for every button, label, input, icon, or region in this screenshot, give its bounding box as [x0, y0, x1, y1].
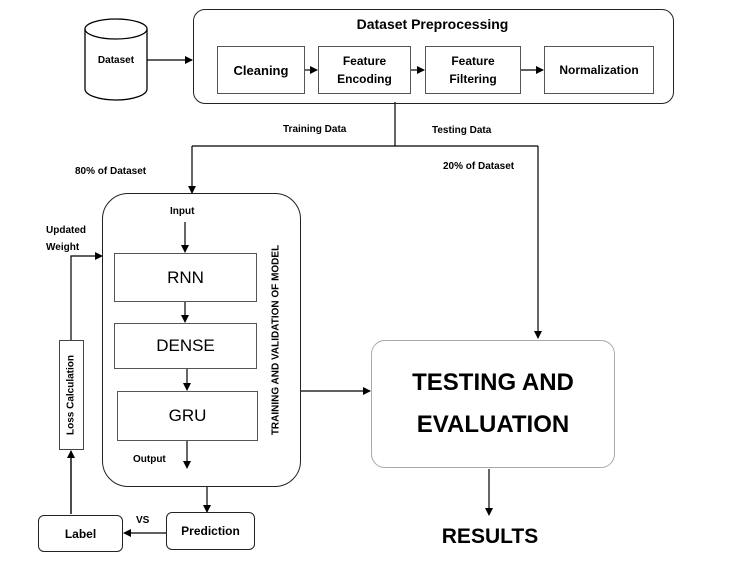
- model-side-title: TRAINING AND VALIDATION OF MODEL: [270, 244, 282, 436]
- label-box: Label: [38, 515, 123, 552]
- step-cleaning: Cleaning: [217, 46, 305, 94]
- model-container: [102, 193, 301, 487]
- prediction-box: Prediction: [166, 512, 255, 550]
- train-percentage-label: 80% of Dataset: [75, 166, 147, 177]
- training-data-label: Training Data: [283, 124, 347, 135]
- dataset-cylinder-icon: [84, 18, 148, 101]
- testing-evaluation-box: TESTING AND EVALUATION: [371, 340, 615, 468]
- step-normalization: Normalization: [544, 46, 654, 94]
- preprocessing-title: Dataset Preprocessing: [356, 16, 509, 32]
- test-percentage-label: 20% of Dataset: [443, 161, 515, 172]
- vs-label: VS: [136, 515, 150, 526]
- loss-calculation-box: [59, 340, 84, 450]
- layer-dense: DENSE: [114, 323, 257, 369]
- arrow-loss-to-model: [70, 252, 103, 340]
- layer-rnn: RNN: [114, 253, 257, 302]
- output-label: Output: [133, 454, 166, 465]
- updated-weight-label: Updated Weight: [46, 225, 86, 253]
- input-label: Input: [170, 206, 195, 217]
- dataset-label: Dataset: [97, 55, 135, 66]
- loss-calculation-label: Loss Calculation: [65, 354, 77, 436]
- testing-data-label: Testing Data: [432, 125, 492, 136]
- preprocessing-container: [193, 9, 674, 104]
- step-feature-filtering: Feature Filtering: [425, 46, 521, 94]
- results-label: RESULTS: [441, 525, 539, 548]
- step-feature-encoding: Feature Encoding: [318, 46, 411, 94]
- layer-gru: GRU: [117, 391, 258, 441]
